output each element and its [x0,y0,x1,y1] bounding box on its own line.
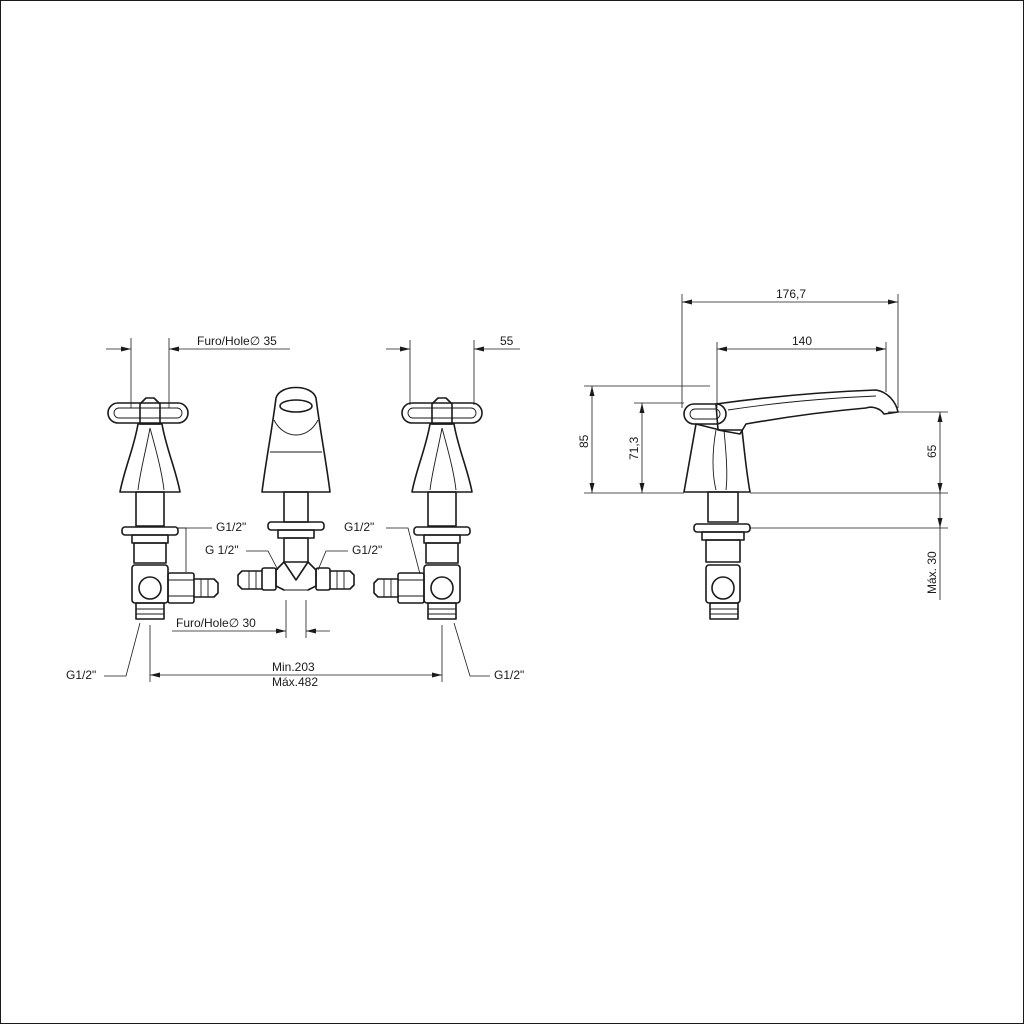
side-view [683,389,899,620]
center-spout [237,386,355,591]
thread-center-left-label: G 1/2" [205,543,239,557]
thread-left-bottom-label: G1/2" [66,668,96,682]
thread-left-top-label: G1/2" [216,520,246,534]
thread-right-bottom-label: G1/2" [494,668,524,682]
reach-spout-label: 140 [792,334,812,348]
spacing-max-label: Máx.482 [272,675,318,689]
front-dimensions [104,338,520,682]
right-valve [373,397,483,620]
width-55-label: 55 [500,334,514,348]
left-valve [107,397,219,620]
thread-center-right-label: G1/2" [352,543,382,557]
deck-max-label: Máx. 30 [925,551,939,594]
reach-total-label: 176,7 [776,287,806,301]
hole-30-label: Furo/Hole∅ 30 [176,616,256,630]
height-65-label: 65 [925,444,939,458]
thread-right-top-label: G1/2" [344,520,374,534]
hole-35-label: Furo/Hole∅ 35 [197,334,277,348]
spacing-min-label: Min.203 [272,660,315,674]
height-71-label: 71,3 [627,436,641,460]
side-dimensions [584,294,948,600]
height-85-label: 85 [577,434,591,448]
